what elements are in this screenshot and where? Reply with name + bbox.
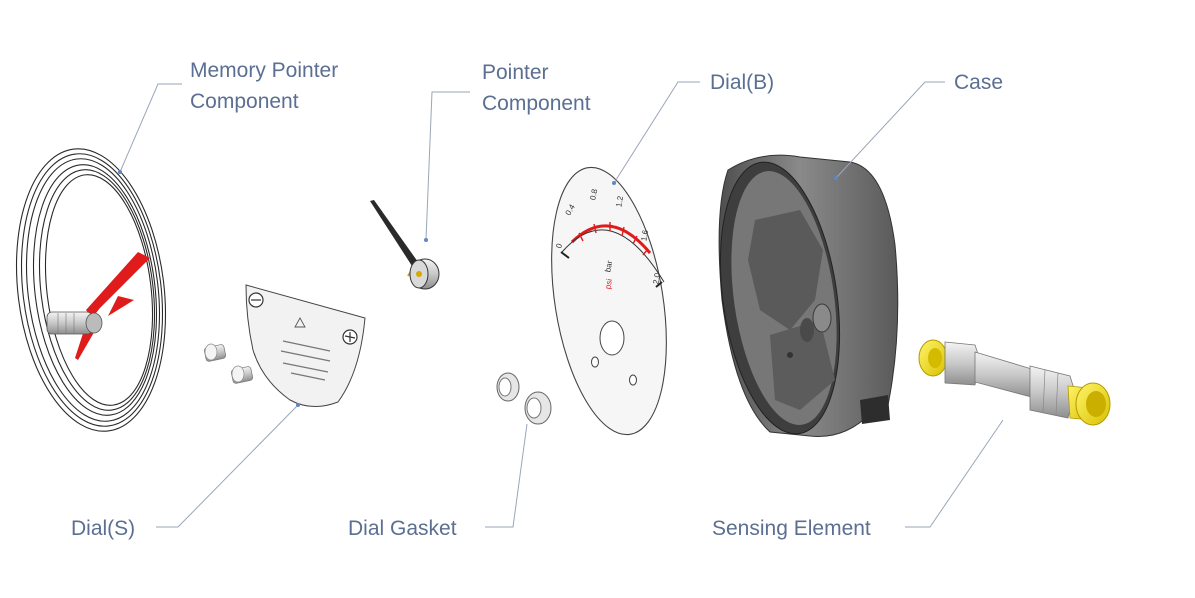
dial-b-tick-20: 2.0 [651,272,662,285]
dial-b-face: 0 0.4 0.8 1.2 1.6 2.0 bar psi [551,166,667,436]
label-pointer-line1: Pointer [482,61,549,84]
dial-screws [203,343,254,384]
dial-b-tick-0: 0 [554,242,564,250]
label-dial-gasket: Dial Gasket [348,517,457,540]
label-dial-s: Dial(S) [71,517,135,540]
dial-b-unit-psi: psi [603,278,614,290]
memory-pointer-component [15,148,167,432]
leader-lines [118,81,1004,528]
dial-s-plate [245,284,366,407]
dial-b-tick-16: 1.6 [639,229,650,242]
dial-gasket [496,372,552,425]
pointer-component [370,200,440,290]
label-memory-pointer-line1: Memory Pointer [190,59,338,82]
dial-b-unit-bar: bar [603,260,614,273]
label-case: Case [954,71,1003,94]
label-memory-pointer-line2: Component [190,90,299,113]
label-pointer-line2: Component [482,92,591,115]
label-sensing-element: Sensing Element [712,517,871,540]
label-dial-b: Dial(B) [710,71,774,94]
gauge-case [718,154,899,437]
sensing-element [918,339,1111,426]
dial-b-tick-08: 0.8 [588,188,599,201]
dial-b-tick-12: 1.2 [614,195,625,208]
